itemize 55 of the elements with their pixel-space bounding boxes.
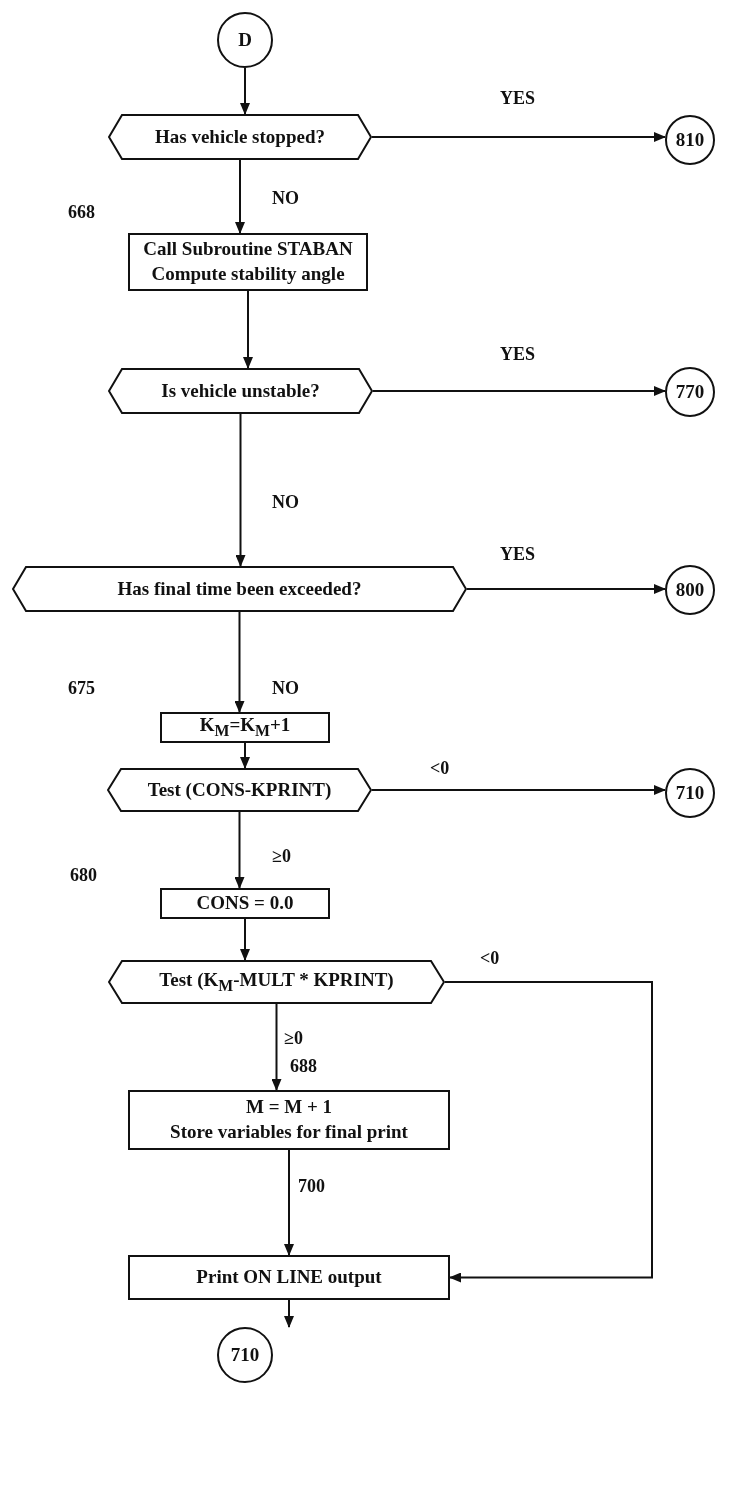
flow-arrow [371,132,666,142]
decision-text: Test (CONS-KPRINT) [147,777,332,802]
connector-label: 710 [675,780,705,805]
flow-arrow [466,584,666,594]
flow-arrow [271,1003,282,1091]
process-box [128,1255,450,1300]
connector-label: 710 [230,1342,260,1367]
process-text: Compute stability angle [151,262,345,286]
connector-label: 810 [675,127,705,152]
decision-hexagon [108,960,445,1004]
process-text: K$_{M}$=K$_{M}$+1 [199,713,291,742]
flow-arrow [371,785,666,795]
process-text: Print ON LINE output [196,1265,382,1290]
connector-circle [217,12,273,68]
connector-circle [665,565,715,615]
decision-hexagon [108,114,372,160]
decision-text: Has vehicle stopped? [155,124,325,149]
process-text: CONS = 0.0 [196,891,294,916]
decision-text: Test (K$_{M}$-MULT * KPRINT) [159,967,394,996]
flow-arrow [243,290,253,369]
connector-label: D [238,27,252,52]
flow-arrow [240,918,250,961]
connector-circle [665,367,715,417]
decision-hexagon [108,368,373,414]
flow-arrow [235,413,246,567]
process-box [160,888,330,919]
connector-circle [665,115,715,165]
decision-text: Has final time been exceeded? [117,576,362,601]
statement-number: 700 [298,1176,325,1197]
connector-label: 800 [675,577,705,602]
decision-hexagon [107,768,372,812]
connector-label: 770 [675,379,705,404]
statement-number: 680 [70,865,97,886]
process-text: Store variables for final print [170,1120,408,1144]
connector-circle [217,1327,273,1383]
statement-number: 688 [290,1056,317,1077]
flow-arrow [284,1299,294,1328]
flow-arrow [284,1149,294,1256]
flow-arrow [234,811,245,889]
flow-arrow [234,611,245,713]
flow-arrow [235,159,245,234]
flow-arrow [240,67,250,115]
flow-arrow [444,981,653,1283]
statement-number: 675 [68,678,95,699]
process-box [128,1090,450,1150]
process-text: M = M + 1 [246,1095,332,1120]
process-box [128,233,368,291]
process-text: Call Subroutine STABAN [143,237,353,262]
flow-arrow [240,742,250,769]
flow-arrow [372,386,666,396]
decision-text: Is vehicle unstable? [161,378,320,403]
connector-circle [665,768,715,818]
statement-number: 668 [68,202,95,223]
decision-hexagon [12,566,467,612]
process-box [160,712,330,743]
